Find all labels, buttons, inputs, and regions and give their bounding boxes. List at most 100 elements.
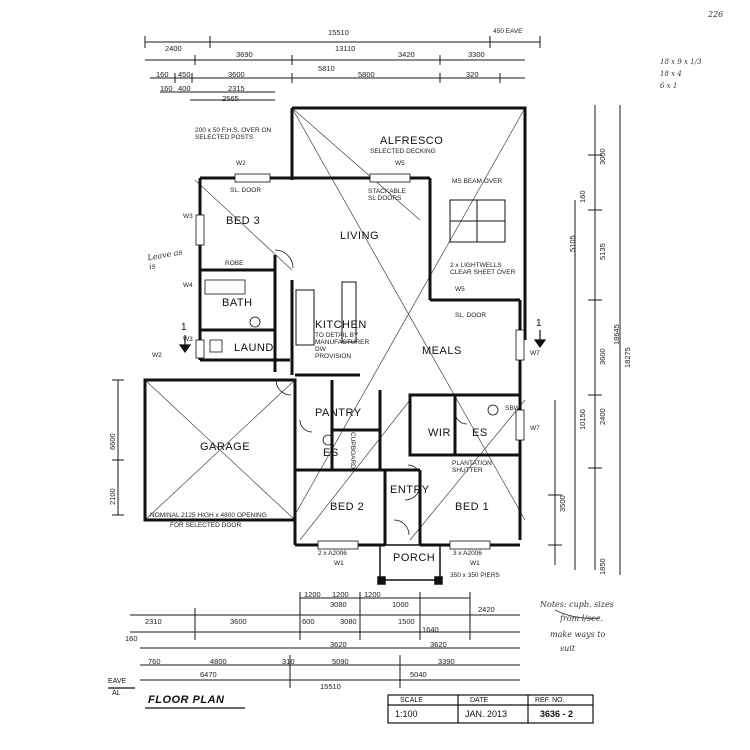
dim-right-3500: 3500 [558,495,567,512]
date-label: DATE [470,697,489,704]
dim-bottom-3390: 3390 [438,657,455,666]
room-label-porch: PORCH [393,552,436,564]
sl-door-note-1: SL. DOOR [230,187,262,194]
window-tag-w4: W4 [183,282,193,289]
room-label-laundry: LAUND. [234,342,278,354]
room-label-bed1: BED 1 [455,501,490,513]
handwritten-note-line1: Notes: cupb. sizes [540,600,614,609]
room-label-pantry: PANTRY [315,407,362,419]
date-value: JAN. 2013 [465,709,508,719]
window-tag-w5-mid: W5 [455,286,465,293]
dim-bottom-760: 760 [148,657,161,666]
alfresco-note: SELECTED DECKING [370,148,436,155]
section-marker-left: 1 [181,322,188,333]
window-tag-w1-b: W1 [470,560,480,567]
dim-top-5800: 5800 [358,70,375,79]
dim-top-3690: 3690 [236,50,253,59]
window-tag-w3-bottom: W3 [183,336,193,343]
room-label-bath: BATH [222,297,253,309]
sbw-note: SBW [505,405,520,412]
dim-right-10150: 10150 [578,409,587,430]
dim-top-160b: 160 [160,84,173,93]
dim-bottom-310: 310 [282,657,295,666]
dim-bottom-3080b: 3080 [340,617,357,626]
dim-bottom-2420: 2420 [478,605,495,614]
handwritten-page-number: 226 [708,10,724,19]
window-tag-w3-top: W3 [183,213,193,220]
handwritten-calc-1: 18 x 9 x 1/3 [660,58,702,66]
dim-bottom-3620: 3620 [330,640,347,649]
dim-top-3600: 3600 [228,70,245,79]
scale-label: SCALE [400,697,423,704]
window-tag-w2-top: W2 [236,160,246,167]
room-label-bed3: BED 3 [226,215,261,227]
pier-note: 350 x 350 PIERS [450,572,500,579]
room-label-es-master: ES [472,427,488,439]
window-tag-w2-left: W2 [152,352,162,359]
dim-top-5810: 5810 [318,64,335,73]
garage-opening-note: NOMINAL 2125 HIGH x 4800 OPENING [150,512,267,519]
window-tag-w7-b: W7 [530,425,540,432]
dim-top-2565: 2565 [222,94,239,103]
room-label-alfresco: ALFRESCO [380,135,444,147]
dim-bottom-160: 160 [125,634,138,643]
bed2-window-note: 2 x A2006 [318,550,347,557]
window-tag-w1-a: W1 [334,560,344,567]
dim-right-5105: 5105 [568,235,577,252]
room-label-meals: MEALS [422,345,462,357]
lightwell-note: 2 x LIGHTWELLS CLEAR SHEET OVER [450,262,516,276]
room-label-wir: WIR [428,427,451,439]
robe-note: ROBE [225,260,244,267]
dim-left-6600: 6600 [108,433,117,450]
dim-top-400: 400 [178,84,191,93]
scale-value: 1:100 [395,709,418,719]
dim-bottom-6470: 6470 [200,670,217,679]
ref-label: REF. NO. [535,697,565,704]
dim-bottom-3600: 3600 [230,617,247,626]
dim-bottom-5040: 5040 [410,670,427,679]
dim-top-160a: 160 [156,70,169,79]
sl-door-note-2: SL. DOOR [455,312,487,319]
dim-bottom-1000: 1000 [392,600,409,609]
dim-right-160: 160 [578,190,587,203]
dim-bottom-1500: 1500 [398,617,415,626]
handwritten-note-line3: make ways to [550,630,606,639]
dim-left-2100: 2100 [108,488,117,505]
dim-right-3000: 3000 [598,148,607,165]
dim-bottom-3620b: 3620 [430,640,447,649]
garage-door-note: FOR SELECTED DOOR [170,522,242,529]
dim-right-2400: 2400 [598,408,607,425]
room-label-entry: ENTRY [390,484,430,496]
dim-top-320: 320 [466,70,479,79]
dim-top-3420: 3420 [398,50,415,59]
eave-label: EAVE [108,678,127,685]
dim-top-13110: 13110 [335,44,356,53]
dim-right-5135: 5135 [598,243,607,260]
drawing-title: FLOOR PLAN [148,694,225,706]
dim-top-2315: 2315 [228,84,245,93]
beam-over-note: MS BEAM OVER [452,178,503,185]
dim-bottom-3080: 3080 [330,600,347,609]
dim-bottom-600: 600 [302,617,315,626]
ref-value: 3636 - 2 [540,709,574,719]
dim-bottom-1640: 1640 [422,625,439,634]
room-label-kitchen: KITCHEN [315,319,367,331]
dim-bottom-1200a: 1200 [304,590,321,599]
dim-right-18645: 18645 [612,324,621,345]
dim-right-18275: 18275 [623,347,632,368]
dim-top-3300: 3300 [468,50,485,59]
dim-bottom-4800: 4800 [210,657,227,666]
dim-bottom-5090: 5090 [332,657,349,666]
handwritten-calc-3: 6 x 1 [660,82,678,90]
handwritten-note-line4: suit [560,644,576,653]
room-label-es-bed2: ES [323,447,339,459]
dim-bottom-1200b: 1200 [332,590,349,599]
dim-right-3600: 3600 [598,348,607,365]
al-label: AL [112,690,121,697]
dim-bottom-1200c: 1200 [364,590,381,599]
handwritten-calc-2: 18 x 4 [660,70,682,78]
stacking-door-note: STACKABLE SL DOORS [368,188,406,202]
dim-right-1850: 1850 [598,558,607,575]
bed1-window-note: 3 x A2006 [453,550,482,557]
